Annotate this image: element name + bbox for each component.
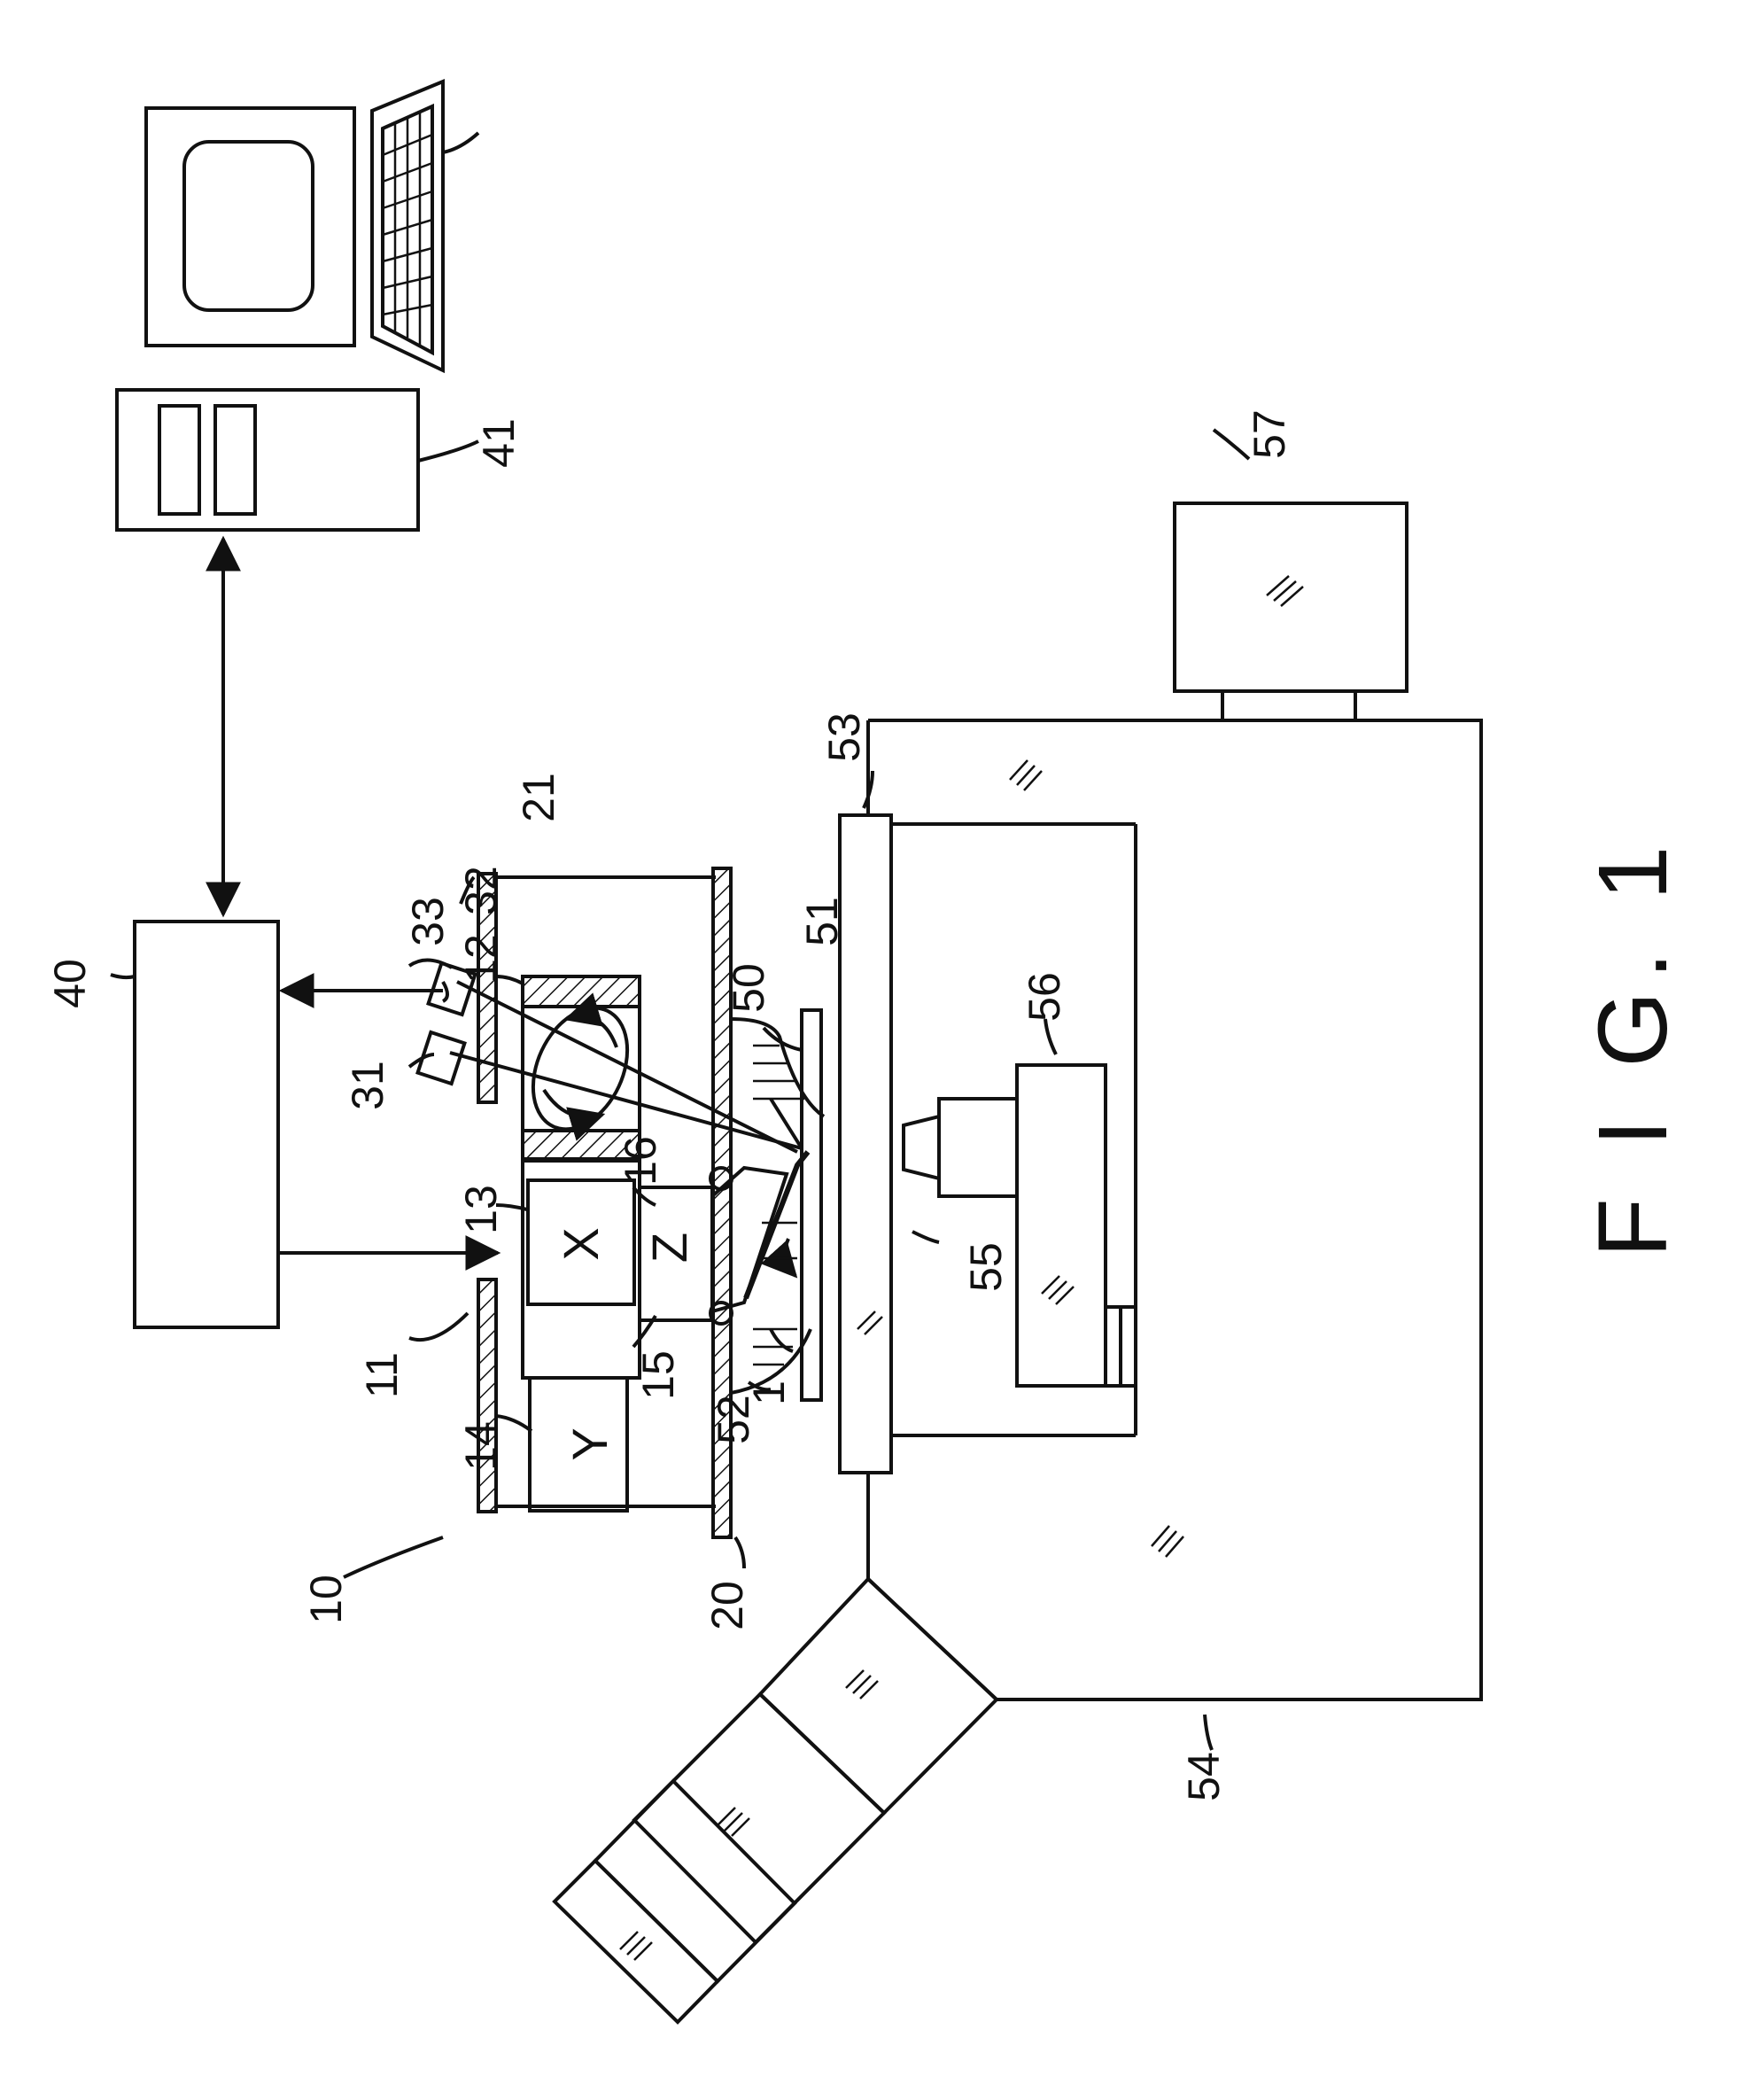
label-56: 56: [1020, 972, 1069, 1022]
label-54: 54: [1179, 1752, 1229, 1801]
label-50: 50: [724, 963, 773, 1013]
y-letter: Y: [562, 1427, 617, 1460]
label-1: 1: [744, 1381, 794, 1405]
label-16: 16: [616, 1136, 665, 1186]
label-57: 57: [1245, 409, 1294, 459]
computer-terminal: [146, 82, 443, 370]
label-11: 11: [357, 1352, 407, 1398]
label-53: 53: [819, 712, 869, 762]
objective-55: [904, 1099, 1017, 1196]
camera-mount: [1222, 691, 1355, 720]
label-33: 33: [403, 897, 453, 946]
lens-holder-12: [515, 976, 646, 1161]
label-40: 40: [45, 959, 95, 1008]
z-letter: Z: [641, 1233, 697, 1263]
label-15: 15: [633, 1350, 683, 1400]
label-41: 41: [474, 418, 524, 468]
monitor-icon: [146, 108, 354, 346]
scanner-body-11: X: [523, 1159, 640, 1378]
x-letter: X: [553, 1227, 609, 1260]
label-13: 13: [456, 1185, 506, 1234]
label-12: 12: [456, 934, 506, 984]
figure-title: F I G. 1: [1579, 834, 1688, 1258]
controller-40: [135, 922, 278, 1327]
processor-unit-41: [117, 390, 418, 530]
objective-mount-56: [1017, 1065, 1136, 1386]
label-32: 32: [456, 866, 506, 915]
label-51: 51: [797, 897, 847, 946]
sample-stage-53: [840, 815, 891, 1473]
label-10: 10: [301, 1575, 351, 1624]
label-21: 21: [514, 773, 563, 822]
label-55: 55: [961, 1242, 1011, 1292]
label-31: 31: [343, 1061, 392, 1110]
eyepiece-tube: [555, 1579, 997, 2022]
keyboard-icon: [372, 82, 443, 370]
label-14: 14: [456, 1421, 506, 1471]
y-stage-14: Y: [530, 1378, 627, 1511]
label-20: 20: [702, 1581, 752, 1630]
